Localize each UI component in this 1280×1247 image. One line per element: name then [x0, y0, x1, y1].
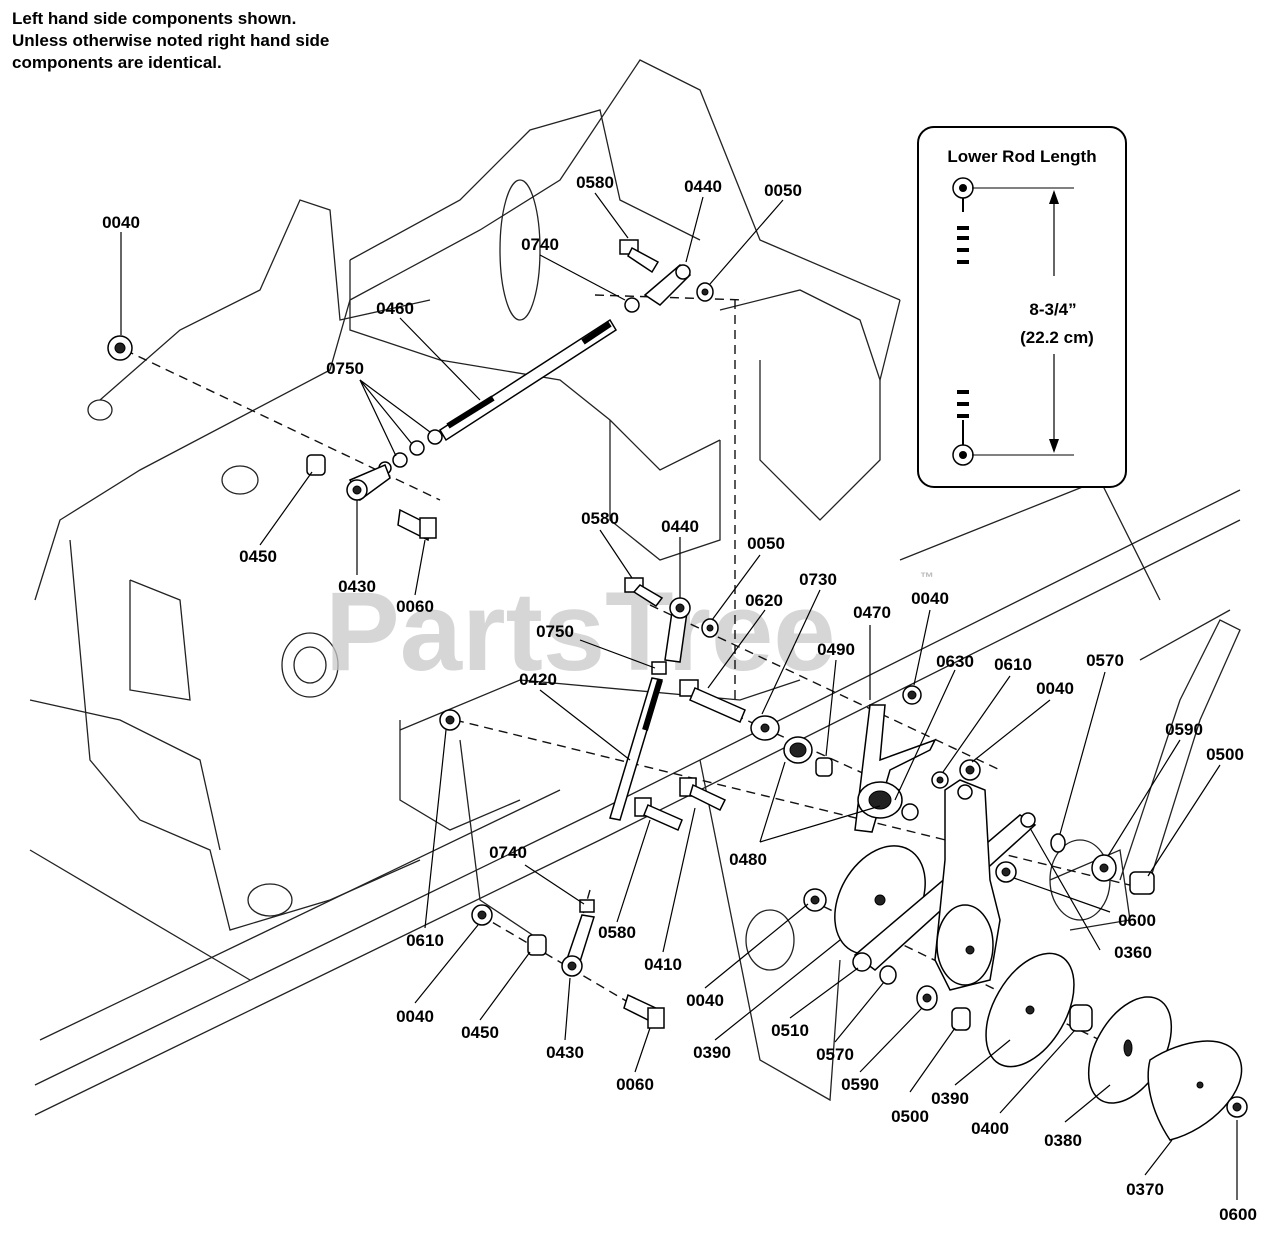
callout-label: 0580 [598, 923, 636, 942]
callout-label: 0750 [536, 622, 574, 641]
callout-label: 0510 [771, 1021, 809, 1040]
note-line-2: Unless otherwise noted right hand side [12, 31, 330, 50]
callout-label: 0380 [1044, 1131, 1082, 1150]
callout-label: 0400 [971, 1119, 1009, 1138]
callout-label: 0750 [326, 359, 364, 378]
callout-labels: 0040 0580 0440 0050 0740 0460 0750 0450 … [102, 173, 1257, 1224]
parts [107, 239, 1248, 1141]
callout-label: 0590 [1165, 720, 1203, 739]
callout-label: 0370 [1126, 1180, 1164, 1199]
lower-rod-length-inset: Lower Rod Length 8-3/4” (22.2 cm) [917, 126, 1127, 488]
callout-label: 0060 [396, 597, 434, 616]
callout-label: 0730 [799, 570, 837, 589]
callout-label: 0500 [1206, 745, 1244, 764]
callout-label: 0590 [841, 1075, 879, 1094]
callout-label: 0040 [396, 1007, 434, 1026]
callout-label: 0450 [461, 1023, 499, 1042]
callout-label: 0630 [936, 652, 974, 671]
diagram-note: Left hand side components shown. Unless … [12, 8, 452, 74]
callout-label: 0390 [931, 1089, 969, 1108]
callout-label: 0040 [1036, 679, 1074, 698]
callout-label: 0740 [489, 843, 527, 862]
callout-label: 0580 [576, 173, 614, 192]
callout-label: 0460 [376, 299, 414, 318]
callout-label: 0600 [1219, 1205, 1257, 1224]
callout-label: 0570 [816, 1045, 854, 1064]
callout-label: 0040 [102, 213, 140, 232]
callout-label: 0600 [1118, 911, 1156, 930]
callout-label: 0480 [729, 850, 767, 869]
callout-label: 0450 [239, 547, 277, 566]
callout-label: 0620 [745, 591, 783, 610]
callout-label: 0410 [644, 955, 682, 974]
callout-label: 0490 [817, 640, 855, 659]
callout-label: 0610 [994, 655, 1032, 674]
callout-label: 0050 [747, 534, 785, 553]
leader-lines [120, 192, 1238, 1200]
callout-label: 0040 [911, 589, 949, 608]
callout-label: 0440 [661, 517, 699, 536]
watermark: PartsTree [325, 569, 836, 694]
callout-label: 0060 [616, 1075, 654, 1094]
callout-label: 0430 [338, 577, 376, 596]
inset-measure-inches: 8-3/4” [1029, 300, 1076, 319]
callout-label: 0440 [684, 177, 722, 196]
callout-label: 0420 [519, 670, 557, 689]
callout-label: 0610 [406, 931, 444, 950]
note-line-3: components are identical. [12, 53, 222, 72]
callout-label: 0390 [693, 1043, 731, 1062]
mower-frame [29, 59, 1241, 1116]
callout-label: 0360 [1114, 943, 1152, 962]
callout-label: 0570 [1086, 651, 1124, 670]
note-line-1: Left hand side components shown. [12, 9, 297, 28]
callout-label: 0740 [521, 235, 559, 254]
callout-label: 0050 [764, 181, 802, 200]
watermark-tm: ™ [920, 569, 934, 585]
inset-measure-cm: (22.2 cm) [1020, 328, 1094, 347]
callout-label: 0500 [891, 1107, 929, 1126]
callout-label: 0040 [686, 991, 724, 1010]
inset-title: Lower Rod Length [947, 147, 1096, 166]
callout-label: 0580 [581, 509, 619, 528]
callout-label: 0470 [853, 603, 891, 622]
callout-label: 0430 [546, 1043, 584, 1062]
